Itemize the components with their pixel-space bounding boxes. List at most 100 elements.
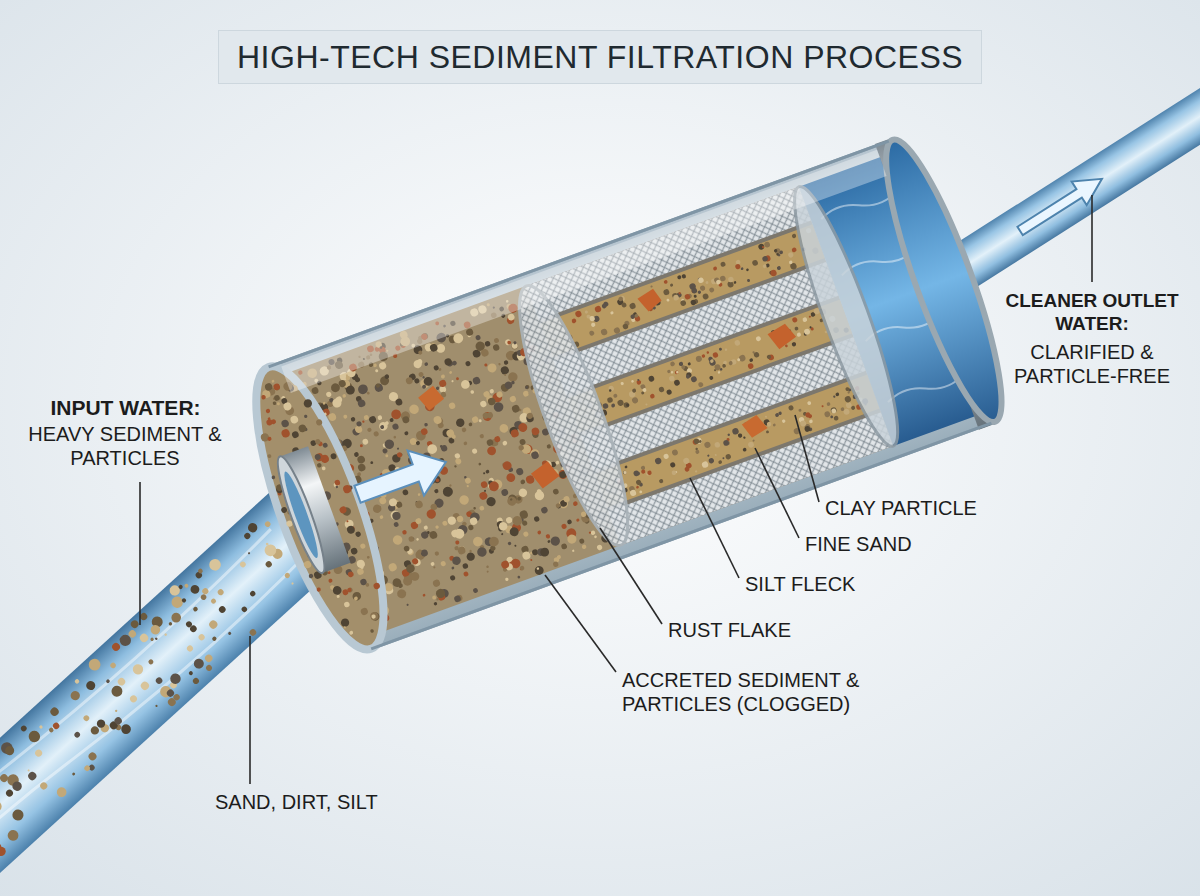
particle [747,279,751,283]
particle [549,535,561,547]
particle [454,453,461,460]
particle [522,390,529,397]
particle [420,549,429,558]
particle [342,394,346,398]
particle [87,751,98,762]
particle [414,378,420,384]
particle [451,555,462,566]
particle [663,453,669,459]
leader-line [755,448,799,538]
particle [435,588,447,600]
particle [778,411,782,415]
particle [671,470,677,476]
particle [384,421,389,426]
particle [799,420,807,428]
particle [420,530,429,539]
particle [314,452,324,462]
particle [405,376,414,385]
particle [416,538,419,541]
particle [706,351,709,354]
particle [521,550,531,560]
particle [284,572,291,579]
particle [129,619,140,630]
particle [576,518,580,522]
particle [464,477,471,484]
mesh-band [609,412,894,545]
particle [210,598,217,605]
particle [455,417,466,428]
particle [636,379,642,385]
particle [500,488,509,497]
particle [411,557,419,565]
particle [530,559,533,562]
particle [677,275,682,280]
particle [561,523,568,530]
particle [537,530,542,535]
particle [211,636,217,642]
particle [446,515,457,526]
particle [308,573,314,579]
particle [489,388,494,393]
particle [766,421,772,427]
particle [680,299,687,306]
particle [766,430,770,434]
particle [670,283,674,287]
leader-line [690,478,739,578]
particle [826,402,831,407]
particle [347,587,353,593]
particle [429,343,439,353]
flow-arrow [349,439,454,516]
particle [734,339,741,346]
particle [712,352,719,359]
particle [228,631,232,635]
particle [526,412,534,420]
particle [610,311,614,315]
particle [338,379,347,388]
particle [791,247,797,253]
particle [669,462,675,468]
particle [345,375,351,381]
particle [434,551,439,556]
particle [248,552,251,555]
particle [626,403,630,407]
particle [479,400,487,408]
particle [34,748,44,758]
particle [392,423,400,431]
particle [690,376,697,383]
particle [109,684,124,699]
particle [150,637,155,642]
particle [636,485,639,488]
particle [424,362,429,367]
particle [589,330,595,336]
particle [261,394,267,400]
particle [377,415,383,421]
particle [200,593,208,601]
particle [246,521,259,534]
particle [735,263,742,270]
particle [552,561,559,568]
particle [690,299,697,306]
particle [510,428,520,438]
particle [517,496,522,501]
particle [479,505,485,511]
particle [511,404,521,414]
particle [594,305,602,313]
particle [723,439,730,446]
rust-flake [529,459,562,490]
particle [695,470,698,473]
particle [623,470,627,474]
particle [673,379,680,386]
particle [192,606,198,612]
particle [486,438,494,446]
particle [280,419,289,428]
particle [719,347,723,351]
particle [423,525,428,530]
particle [264,382,273,391]
particle [5,828,20,843]
particle [670,361,676,367]
particle [501,533,504,536]
particle [607,396,614,403]
particle [451,434,456,439]
particle [373,431,379,437]
